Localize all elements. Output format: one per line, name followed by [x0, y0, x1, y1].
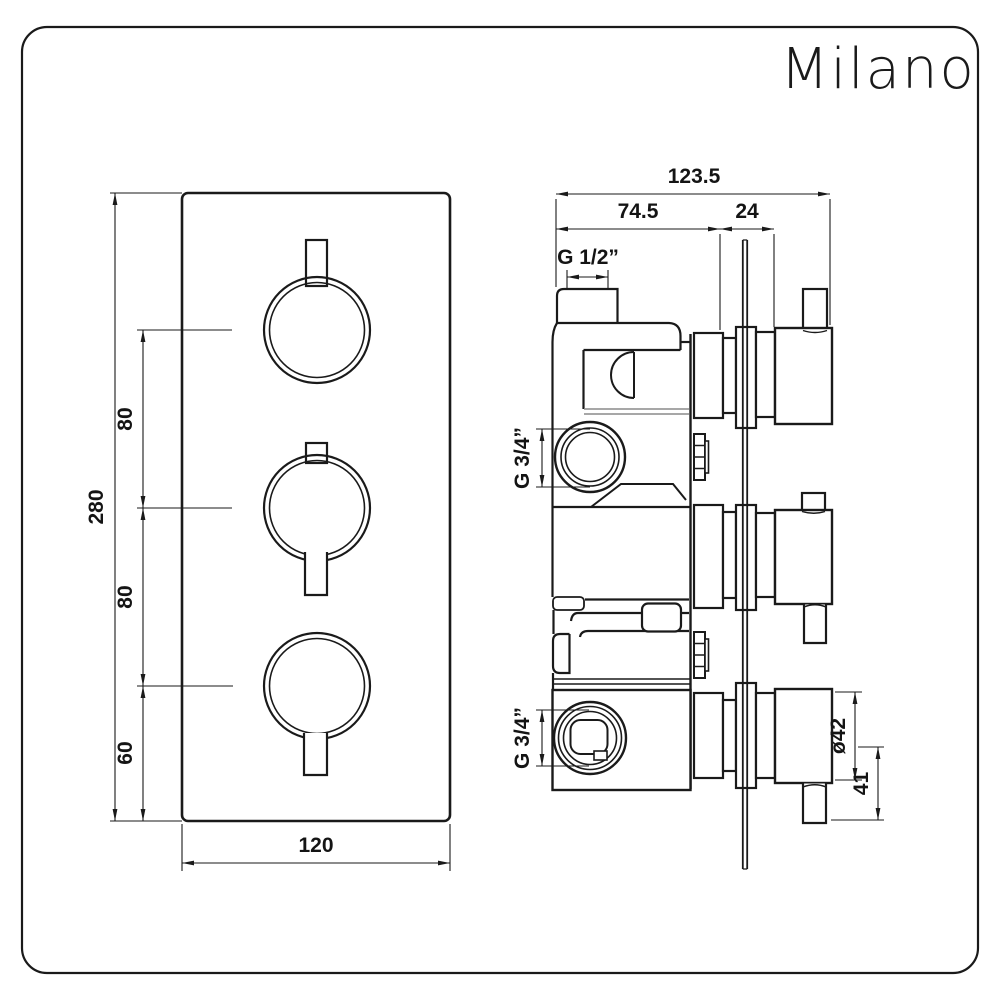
upper-port — [553, 420, 627, 494]
handle-top — [692, 287, 834, 430]
handle-middle-flange — [734, 503, 758, 612]
label-g12: G 1/2” — [557, 246, 619, 269]
dimension-handle-dia: ø42 — [827, 692, 858, 780]
dim-label-74-5: 74.5 — [618, 200, 659, 223]
dial-bottom-lever-fill — [304, 733, 327, 775]
dimension-segments: 80 80 60 — [114, 330, 146, 821]
pipe-union — [640, 602, 683, 633]
wall-plate — [741, 239, 749, 870]
dial-middle — [262, 441, 372, 597]
handle-top-body — [773, 326, 834, 426]
dim-label-123-5: 123.5 — [668, 165, 721, 188]
elbow-collar — [552, 596, 585, 611]
side-extension-lines — [536, 199, 884, 821]
dial-middle-lever-fill — [305, 552, 327, 595]
dial-top — [262, 238, 372, 385]
dim-label-120: 120 — [298, 834, 333, 857]
handle-bottom-tip — [801, 783, 828, 825]
dial-middle-lug — [304, 441, 329, 465]
dim-label-80-mid: 80 — [114, 585, 137, 608]
dimension-handle-len: 41 — [850, 747, 881, 820]
handle-top-tip — [801, 287, 829, 332]
dim-label-280: 280 — [85, 489, 108, 524]
brand-logo: Milano — [780, 37, 976, 102]
handle-top-flange — [734, 325, 758, 430]
dimension-body-74-5: 74.5 — [556, 200, 720, 232]
dim-label-24: 24 — [735, 200, 759, 223]
handle-middle-tip — [802, 604, 828, 645]
dimension-height-280: 280 — [85, 193, 118, 821]
dimension-width-120: 120 — [182, 834, 450, 866]
middle-inlet-elbow — [551, 596, 690, 690]
port-square-drive — [569, 719, 609, 755]
label-g34-upper: G 3/4” — [511, 427, 534, 489]
inlet-stub — [555, 287, 619, 323]
faceplate — [180, 191, 452, 823]
handle-bottom — [692, 681, 834, 825]
handle-middle-lug — [800, 491, 827, 513]
body-chamfer — [590, 483, 687, 508]
dim-label-60: 60 — [114, 741, 137, 764]
page-border — [20, 25, 980, 975]
dial-middle-lever — [303, 552, 329, 597]
dial-top-outer — [262, 275, 372, 385]
front-view: 280 80 80 60 120 — [85, 191, 452, 871]
handle-bottom-flange — [734, 681, 758, 790]
dimension-port-lower-g34: G 3/4” — [511, 707, 545, 769]
dial-top-inner — [268, 281, 366, 379]
bolt-stack-upper — [693, 433, 710, 481]
dial-top-lever — [304, 238, 329, 288]
elbow-inner-arc — [610, 351, 635, 399]
label-g34-lower: G 3/4” — [511, 707, 534, 769]
handle-middle-body — [773, 508, 834, 606]
lower-port — [552, 700, 628, 776]
handle-middle — [692, 491, 834, 645]
side-view: 123.5 74.5 24 G 1/2” G 3/4” G 3/4” — [511, 165, 884, 870]
upper-inlet-elbow — [551, 287, 691, 597]
dim-label-80-top: 80 — [114, 407, 137, 430]
dim-label-41: 41 — [850, 772, 873, 796]
dimension-offset-24: 24 — [720, 200, 774, 232]
dial-bottom-lever — [302, 733, 329, 777]
bolt-stack-lower — [693, 631, 710, 679]
handle-bottom-body — [773, 687, 834, 785]
port-notch — [593, 750, 608, 761]
dim-label-o42: ø42 — [827, 718, 850, 754]
dial-bottom — [262, 631, 372, 777]
dimension-inlet-g12: G 1/2” — [557, 246, 619, 280]
dimension-port-upper-g34: G 3/4” — [511, 427, 545, 489]
dimension-overall-123-5: 123.5 — [556, 165, 830, 197]
inlet-cap — [551, 632, 571, 675]
